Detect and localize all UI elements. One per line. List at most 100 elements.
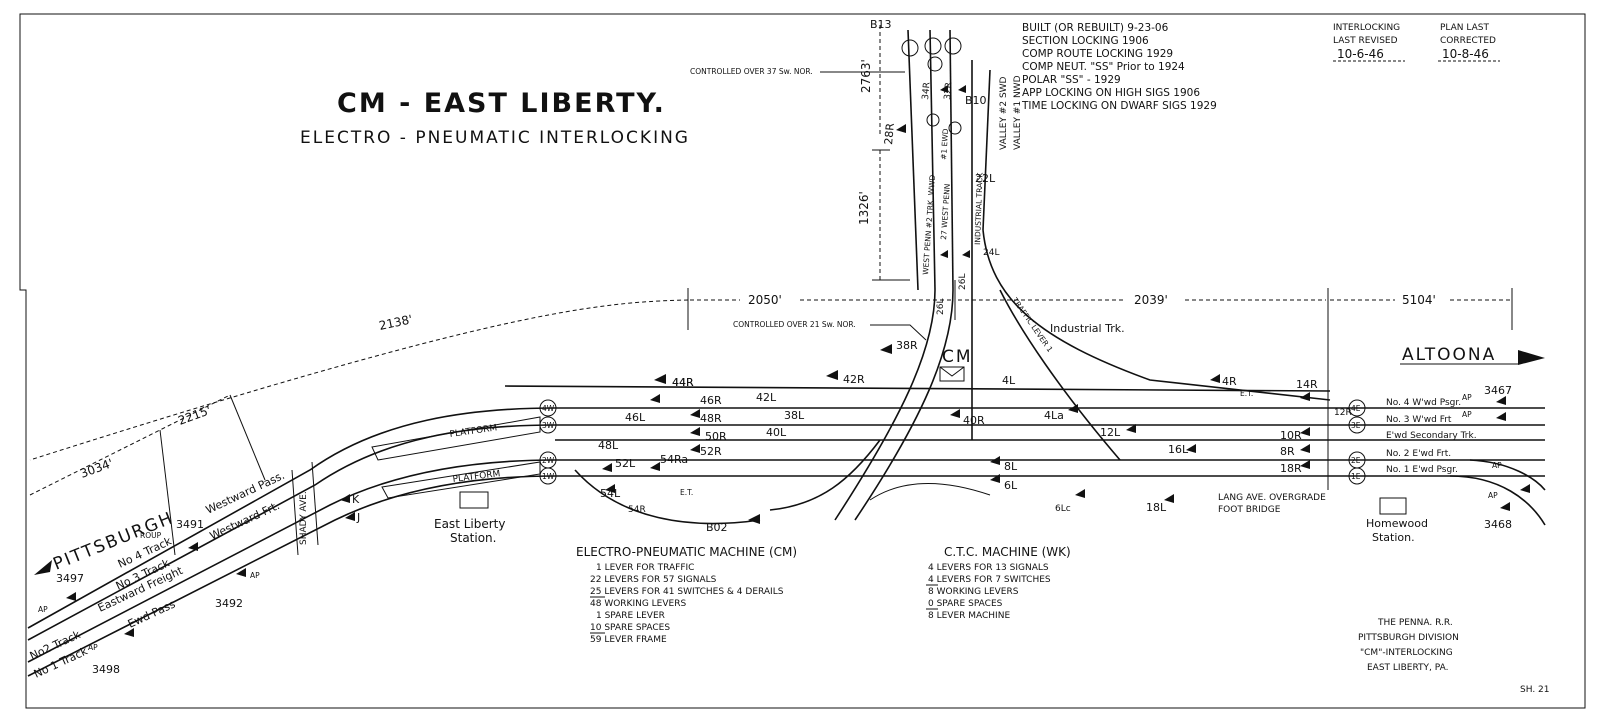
valley-label: VALLEY #1 NWD (1013, 75, 1023, 150)
east-liberty-station-label: East Liberty (434, 517, 505, 531)
misc-label: E.T. (1240, 389, 1253, 398)
track-label: No. 1 E'wd Psgr. (1386, 465, 1458, 475)
lever-label: 24L (983, 248, 999, 258)
cm-machine-header: ELECTRO-PNEUMATIC MACHINE (CM) (576, 545, 797, 559)
signal-icon (690, 427, 700, 436)
ctc-machine-table: C.T.C. MACHINE (WK) 4 LEVERS FOR 13 SIGN… (926, 545, 1071, 621)
cm-tower-label: CM (942, 347, 973, 367)
track-circles: 4W 3W 2W 1W 4E 3E 2E 1E (539, 399, 1366, 485)
track-circle-label: 4E (1351, 404, 1361, 413)
lever-label: 44R (672, 376, 694, 389)
controlled-note: CONTROLLED OVER 37 Sw. NOR. (690, 67, 813, 76)
track-circle-label: 3E (1351, 421, 1361, 430)
revision-block: INTERLOCKING LAST REVISED 10-6-46 PLAN L… (1333, 23, 1500, 62)
signal-number: 3497 (56, 572, 84, 585)
place-labels: PITTSBURGH ALTOONA East Liberty Station.… (34, 322, 1545, 575)
ctc-machine-row: 8 WORKING LEVERS (928, 587, 1019, 597)
lever-label: 54R (628, 505, 646, 515)
history-notes: BUILT (OR REBUILT) 9-23-06 SECTION LOCKI… (1021, 22, 1217, 112)
railroad-line: EAST LIBERTY, PA. (1367, 663, 1448, 673)
history-line: TIME LOCKING ON DWARF SIGS 1929 (1021, 100, 1217, 112)
distance-label: 2215' (176, 403, 213, 428)
vertical-dimensions: 2763' 1326' (857, 25, 910, 281)
lever-label: 26L (936, 299, 946, 315)
history-line: APP LOCKING ON HIGH SIGS 1906 (1022, 87, 1200, 99)
ctc-machine-row: 4 LEVERS FOR 13 SIGNALS (928, 563, 1049, 573)
lever-label: 38L (784, 409, 805, 422)
signal-icon (990, 474, 1000, 483)
cm-machine-row: 1 LEVER FOR TRAFFIC (596, 563, 694, 573)
cm-machine-row: 25 LEVERS FOR 41 SWITCHES & 4 DERAILS (590, 587, 784, 597)
signal-number: 3498 (92, 663, 120, 676)
track-circle-label: 1E (1351, 472, 1361, 481)
signal-icon (1186, 444, 1196, 453)
lever-label: 18L (1146, 501, 1167, 514)
distance-label: 1326' (857, 191, 871, 225)
sheet-number: SH. 21 (1520, 685, 1550, 695)
altoona-label: ALTOONA (1402, 345, 1496, 365)
cm-machine-row: 10 SPARE SPACES (590, 623, 670, 633)
signal-icon (990, 456, 1000, 465)
pittsburgh-arrow (34, 560, 52, 575)
signal-icon (236, 568, 246, 577)
misc-label: AP (1492, 461, 1502, 470)
signal-icon (340, 494, 350, 503)
history-line: BUILT (OR REBUILT) 9-23-06 (1022, 22, 1169, 34)
plan-corrected-label: PLAN LAST (1440, 23, 1489, 33)
signal-icon (605, 484, 615, 493)
signal-icon (896, 124, 906, 133)
track-circle-label: 3W (542, 421, 555, 430)
track-circle-label: 2W (542, 456, 555, 465)
history-line: SECTION LOCKING 1906 (1022, 35, 1149, 47)
misc-label: AP (1488, 491, 1498, 500)
signal-number: 3492 (215, 597, 243, 610)
track-circle-label: 1W (542, 472, 555, 481)
lang-ave-label: FOOT BRIDGE (1218, 505, 1281, 515)
signal-number: 3467 (1484, 384, 1512, 397)
signal-icon (1300, 427, 1310, 436)
signal-icon (880, 344, 892, 354)
signals (66, 85, 1530, 637)
cm-tower-box (939, 366, 965, 382)
ctc-machine-row: 0 SPARE SPACES (928, 599, 1003, 609)
signal-icon (188, 542, 198, 551)
lever-label: 48L (598, 439, 619, 452)
signal-icon (1496, 412, 1506, 421)
ctc-machine-row: 8 LEVER MACHINE (928, 611, 1010, 621)
lever-label: 14R (1296, 378, 1318, 391)
history-line: POLAR "SS" - 1929 (1022, 74, 1121, 86)
misc-labels: AP AP AP AP AP AP AP E.T. E.T. K J (38, 389, 1502, 652)
lever-label: 28R (882, 122, 897, 145)
lever-label: 16L (1168, 443, 1189, 456)
misc-label: ROUP (140, 531, 162, 540)
cm-machine-row: 1 SPARE LEVER (596, 611, 665, 621)
east-liberty-station-label: Station. (450, 531, 496, 545)
homewood-station-label: Station. (1372, 531, 1415, 544)
west-penn-label: 27 WEST PENN (939, 183, 952, 240)
signal-icon (940, 250, 948, 258)
lever-label: 44R (672, 376, 694, 389)
track-circle-label: 2E (1351, 456, 1361, 465)
altoona-arrow (1518, 350, 1545, 365)
industrial-trk-label: Industrial Trk. (1050, 322, 1125, 335)
signal-icon (958, 85, 966, 93)
lever-label: 46R (700, 394, 722, 407)
lever-label: 34R (921, 82, 933, 101)
east-track-labels: No. 4 W'wd Psgr. No. 3 W'wd Frt E'wd Sec… (1386, 398, 1477, 475)
signal-icon (962, 250, 970, 258)
misc-label: E.T. (680, 488, 693, 497)
misc-label: J (356, 511, 360, 524)
lever-label: 54L (600, 487, 621, 500)
signal-icon (1496, 396, 1506, 405)
misc-label: K (352, 493, 360, 506)
signal-icon (690, 409, 700, 418)
signal-icon (1068, 404, 1078, 413)
railroad-line: THE PENNA. R.R. (1377, 618, 1453, 628)
lever-label: 18R (1280, 462, 1302, 475)
lever-label: 42R (843, 373, 865, 386)
platform-label: PLATFORM (449, 423, 498, 440)
signal-icon (66, 592, 76, 601)
signal-icon (124, 628, 134, 637)
controlled-note: CONTROLLED OVER 21 Sw. NOR. (733, 320, 856, 329)
